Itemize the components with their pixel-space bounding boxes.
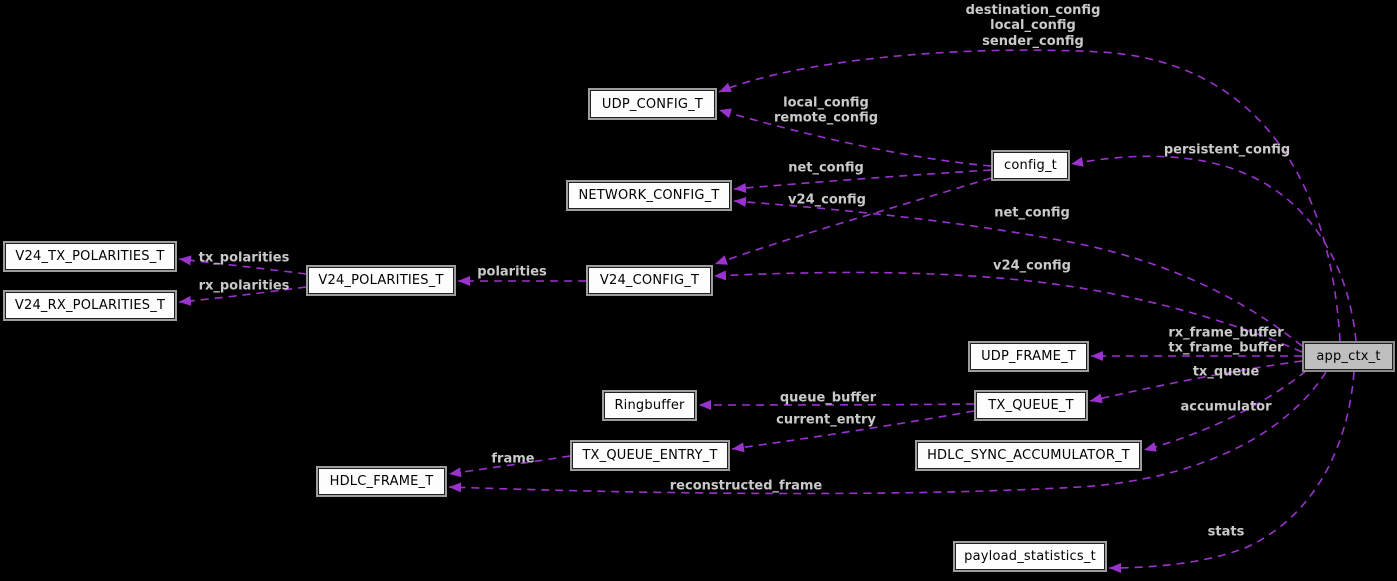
node-tx-queue-entry-t[interactable]: TX_QUEUE_ENTRY_T bbox=[570, 440, 730, 471]
node-hdlc-frame-t[interactable]: HDLC_FRAME_T bbox=[316, 466, 447, 497]
edge-e-frame bbox=[448, 455, 571, 478]
node-v24-rx-polarities-t[interactable]: V24_RX_POLARITIES_T bbox=[3, 290, 177, 321]
node-tx-queue-t[interactable]: TX_QUEUE_T bbox=[974, 390, 1088, 421]
edge-e-dest-local-sender bbox=[718, 49, 1341, 342]
node-payload-statistics-t[interactable]: payload_statistics_t bbox=[953, 541, 1107, 572]
node-hdlc-sync-accumulator-t[interactable]: HDLC_SYNC_ACCUMULATOR_T bbox=[915, 440, 1142, 471]
edge-e-tx-pol bbox=[178, 255, 307, 275]
node-app-ctx-t[interactable]: app_ctx_t bbox=[1302, 341, 1395, 372]
node-config-t[interactable]: config_t bbox=[991, 150, 1070, 181]
edge-e-accumulator bbox=[1143, 370, 1307, 452]
edge-e-persistent bbox=[1070, 155, 1357, 342]
edge-e-net-cfg bbox=[733, 169, 992, 193]
edge-e-v24-cfg bbox=[714, 177, 992, 265]
node-v24-polarities-t[interactable]: V24_POLARITIES_T bbox=[306, 265, 456, 296]
edge-e-reconstructed bbox=[448, 371, 1327, 495]
edge-e-rx-pol bbox=[178, 286, 307, 306]
node-ringbuffer[interactable]: Ringbuffer bbox=[602, 390, 697, 421]
node-udp-frame-t[interactable]: UDP_FRAME_T bbox=[968, 341, 1089, 372]
node-v24-tx-polarities-t[interactable]: V24_TX_POLARITIES_T bbox=[3, 241, 177, 272]
edge-e-local-remote bbox=[718, 108, 992, 167]
edge-e-current-entry bbox=[731, 410, 975, 453]
edge-e-tx-queue bbox=[1089, 360, 1303, 404]
node-network-config-t[interactable]: NETWORK_CONFIG_T bbox=[566, 180, 732, 211]
edge-e-v24-app bbox=[713, 270, 1303, 353]
edge-e-stats bbox=[1108, 371, 1355, 573]
edge-e-net-app bbox=[733, 196, 1303, 347]
node-udp-config-t[interactable]: UDP_CONFIG_T bbox=[588, 88, 717, 120]
node-v24-config-t[interactable]: V24_CONFIG_T bbox=[586, 265, 713, 296]
edge-e-queue-buffer bbox=[698, 399, 975, 410]
